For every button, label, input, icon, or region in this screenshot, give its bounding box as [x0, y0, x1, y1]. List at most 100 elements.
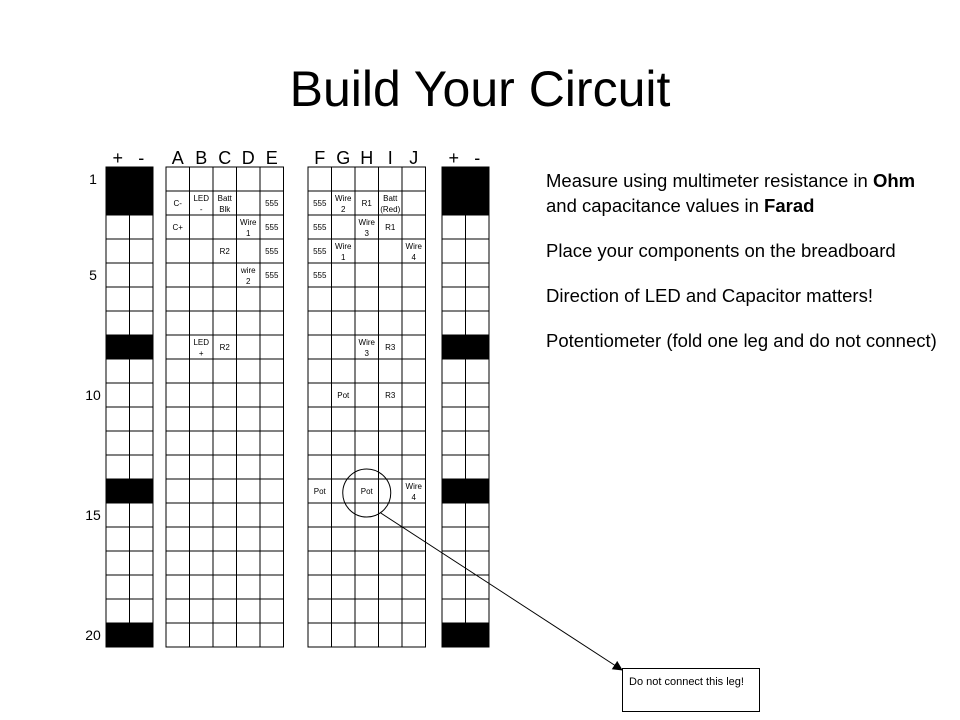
rail-hole — [105, 502, 130, 528]
rail-hole — [105, 454, 130, 480]
component-label: 555 — [313, 199, 327, 208]
breadboard-hole — [165, 430, 190, 456]
rail-hole — [129, 310, 154, 336]
breadboard-hole — [354, 310, 379, 336]
rail-hole-black — [105, 190, 130, 216]
rail-hole-black — [465, 166, 490, 192]
component-label: Wire — [335, 194, 352, 203]
rail-hole-black — [465, 622, 490, 648]
breadboard-hole — [212, 262, 237, 288]
slide-title: Build Your Circuit — [289, 61, 671, 117]
rail-hole — [129, 598, 154, 624]
breadboard-hole — [212, 526, 237, 552]
rail-hole-black — [441, 334, 466, 360]
breadboard-hole — [189, 550, 214, 576]
rail-hole — [105, 214, 130, 240]
breadboard-hole — [331, 358, 356, 384]
rail-hole-black — [465, 190, 490, 216]
breadboard-hole — [165, 262, 190, 288]
column-header: J — [409, 148, 418, 168]
rail-hole-black — [105, 334, 130, 360]
breadboard-hole — [236, 454, 261, 480]
component-label: (Red) — [380, 205, 400, 214]
breadboard-hole — [236, 238, 261, 264]
column-header: E — [266, 148, 278, 168]
rail-hole — [441, 406, 466, 432]
breadboard-hole — [165, 406, 190, 432]
breadboard-hole — [212, 502, 237, 528]
breadboard-hole — [331, 214, 356, 240]
breadboard-hole — [212, 598, 237, 624]
component-label: 555 — [265, 271, 279, 280]
breadboard-hole — [165, 478, 190, 504]
breadboard-hole — [401, 358, 426, 384]
rail-hole — [105, 526, 130, 552]
rail-hole — [465, 526, 490, 552]
rail-hole — [441, 262, 466, 288]
breadboard-hole — [236, 598, 261, 624]
column-header: C — [218, 148, 231, 168]
column-header: - — [474, 148, 480, 168]
rail-hole — [465, 358, 490, 384]
breadboard-hole — [307, 502, 332, 528]
component-label: - — [200, 205, 203, 214]
instruction-place: Place your components on the breadboard — [546, 240, 896, 261]
breadboard-hole — [212, 214, 237, 240]
rail-hole — [465, 406, 490, 432]
rail-hole — [465, 286, 490, 312]
rail-hole — [441, 238, 466, 264]
breadboard-hole — [259, 430, 284, 456]
breadboard-hole — [354, 430, 379, 456]
breadboard-hole — [401, 310, 426, 336]
component-label: R3 — [385, 391, 396, 400]
breadboard-hole — [236, 286, 261, 312]
breadboard-hole — [165, 238, 190, 264]
rail-hole-black — [105, 622, 130, 648]
component-label: R1 — [362, 199, 373, 208]
rail-hole — [465, 238, 490, 264]
rail-hole — [129, 358, 154, 384]
breadboard-hole — [401, 286, 426, 312]
breadboard-hole — [236, 502, 261, 528]
breadboard-hole — [401, 598, 426, 624]
breadboard-hole — [354, 406, 379, 432]
breadboard-hole — [189, 406, 214, 432]
breadboard-hole — [378, 358, 403, 384]
rail-hole — [105, 550, 130, 576]
breadboard-hole — [189, 310, 214, 336]
rail-hole — [129, 262, 154, 288]
breadboard-hole — [236, 550, 261, 576]
rail-hole — [465, 550, 490, 576]
breadboard-hole — [401, 430, 426, 456]
component-label: Wire — [406, 482, 423, 491]
breadboard-hole — [401, 214, 426, 240]
breadboard-hole — [331, 574, 356, 600]
breadboard-hole — [354, 454, 379, 480]
component-label: 1 — [341, 253, 346, 262]
column-header: B — [195, 148, 207, 168]
breadboard-hole — [354, 598, 379, 624]
breadboard-hole — [378, 286, 403, 312]
breadboard-hole — [165, 286, 190, 312]
breadboard-hole — [354, 550, 379, 576]
rail-hole — [129, 286, 154, 312]
breadboard-hole — [401, 334, 426, 360]
component-label: 3 — [365, 229, 370, 238]
rail-hole-black — [105, 478, 130, 504]
breadboard-hole — [331, 622, 356, 648]
breadboard-hole — [378, 238, 403, 264]
column-header: F — [314, 148, 325, 168]
breadboard-hole — [189, 478, 214, 504]
breadboard-hole — [307, 574, 332, 600]
rail-hole — [105, 358, 130, 384]
breadboard-hole — [401, 190, 426, 216]
breadboard-hole — [259, 550, 284, 576]
component-label: Wire — [359, 338, 376, 347]
breadboard-hole — [212, 310, 237, 336]
breadboard-hole — [236, 190, 261, 216]
breadboard-hole — [401, 526, 426, 552]
rail-hole — [465, 454, 490, 480]
breadboard-hole — [354, 238, 379, 264]
component-label: Pot — [337, 391, 350, 400]
